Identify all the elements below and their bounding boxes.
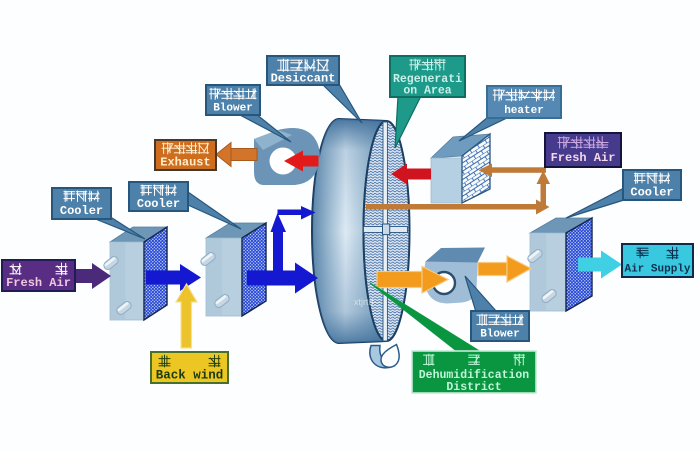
svg-text:Fresh Air: Fresh Air (6, 276, 71, 290)
svg-text:Dehumidification: Dehumidification (419, 369, 530, 382)
svg-text:Air Supply: Air Supply (624, 264, 690, 276)
svg-text:Exhaust: Exhaust (160, 156, 210, 170)
svg-text:Fresh Air: Fresh Air (551, 151, 616, 165)
svg-text:Blower: Blower (213, 103, 253, 115)
svg-text:Cooler: Cooler (60, 204, 103, 218)
svg-text:on Area: on Area (403, 85, 451, 98)
svg-text:Cooler: Cooler (630, 186, 673, 200)
svg-text:heater: heater (504, 105, 544, 117)
svg-text:xtjrtd: xtjrtd (354, 297, 374, 307)
svg-text:Desiccant: Desiccant (271, 72, 336, 86)
svg-text:Blower: Blower (480, 329, 520, 341)
svg-text:Regenerati: Regenerati (393, 73, 462, 86)
svg-text:Cooler: Cooler (137, 197, 180, 211)
svg-text:Back wind: Back wind (156, 369, 224, 383)
svg-text:District: District (446, 381, 501, 394)
